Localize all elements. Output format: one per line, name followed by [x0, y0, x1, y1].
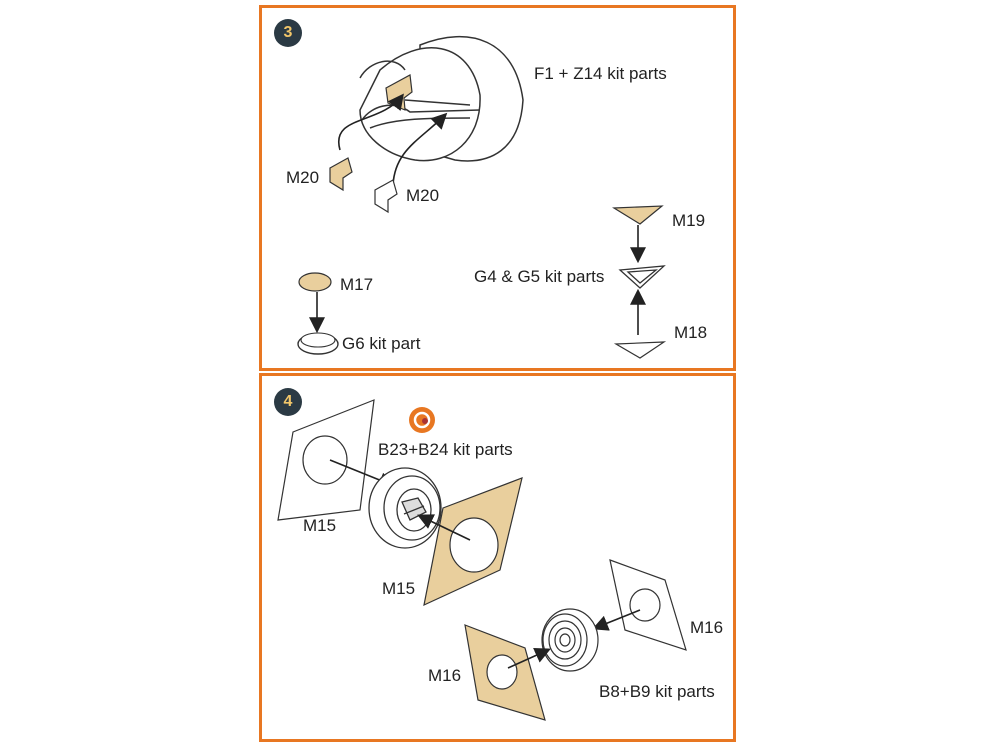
m15-mask-photoetch	[423, 477, 523, 607]
label-m18: M18	[674, 323, 708, 342]
label-kit-g4-g5: G4 & G5 kit parts	[474, 267, 605, 286]
arrow-m20-b	[392, 112, 448, 186]
label-m19: M19	[672, 211, 706, 230]
arrow-m16-photoetch	[507, 647, 551, 669]
exhaust-nozzle-part	[359, 36, 524, 162]
step-3-badge: 3	[274, 19, 302, 47]
g6-part	[297, 332, 339, 355]
label-kit-f1-z14: F1 + Z14 kit parts	[534, 64, 667, 83]
m18-part	[613, 341, 667, 359]
label-m16-b: M16	[428, 666, 462, 685]
m20-part-a	[329, 157, 353, 192]
glue-icon	[409, 407, 435, 433]
label-m17: M17	[340, 275, 374, 294]
label-m15-b: M15	[382, 579, 416, 598]
step-4-panel	[259, 373, 736, 742]
m19-part	[612, 205, 664, 225]
label-kit-g6: G6 kit part	[342, 334, 421, 353]
label-m15-a: M15	[303, 516, 337, 535]
arrow-m15-photoetch	[417, 514, 471, 541]
label-kit-b23-b24: B23+B24 kit parts	[378, 440, 513, 459]
m17-part	[298, 272, 332, 292]
arrow-m20-a	[337, 93, 404, 151]
label-m20-b: M20	[406, 186, 440, 205]
label-kit-b8-b9: B8+B9 kit parts	[599, 682, 715, 701]
m15-mask-white	[277, 399, 375, 521]
label-m20-a: M20	[286, 168, 320, 187]
m20-part-b	[374, 179, 398, 214]
wheel-b8-b9	[541, 608, 599, 672]
g4-g5-part	[618, 265, 666, 289]
m16-mask-white	[609, 559, 687, 651]
arrow-m16-white	[592, 609, 641, 631]
step-4-badge: 4	[274, 388, 302, 416]
label-m16-a: M16	[690, 618, 724, 637]
m16-mask-photoetch	[464, 624, 546, 721]
